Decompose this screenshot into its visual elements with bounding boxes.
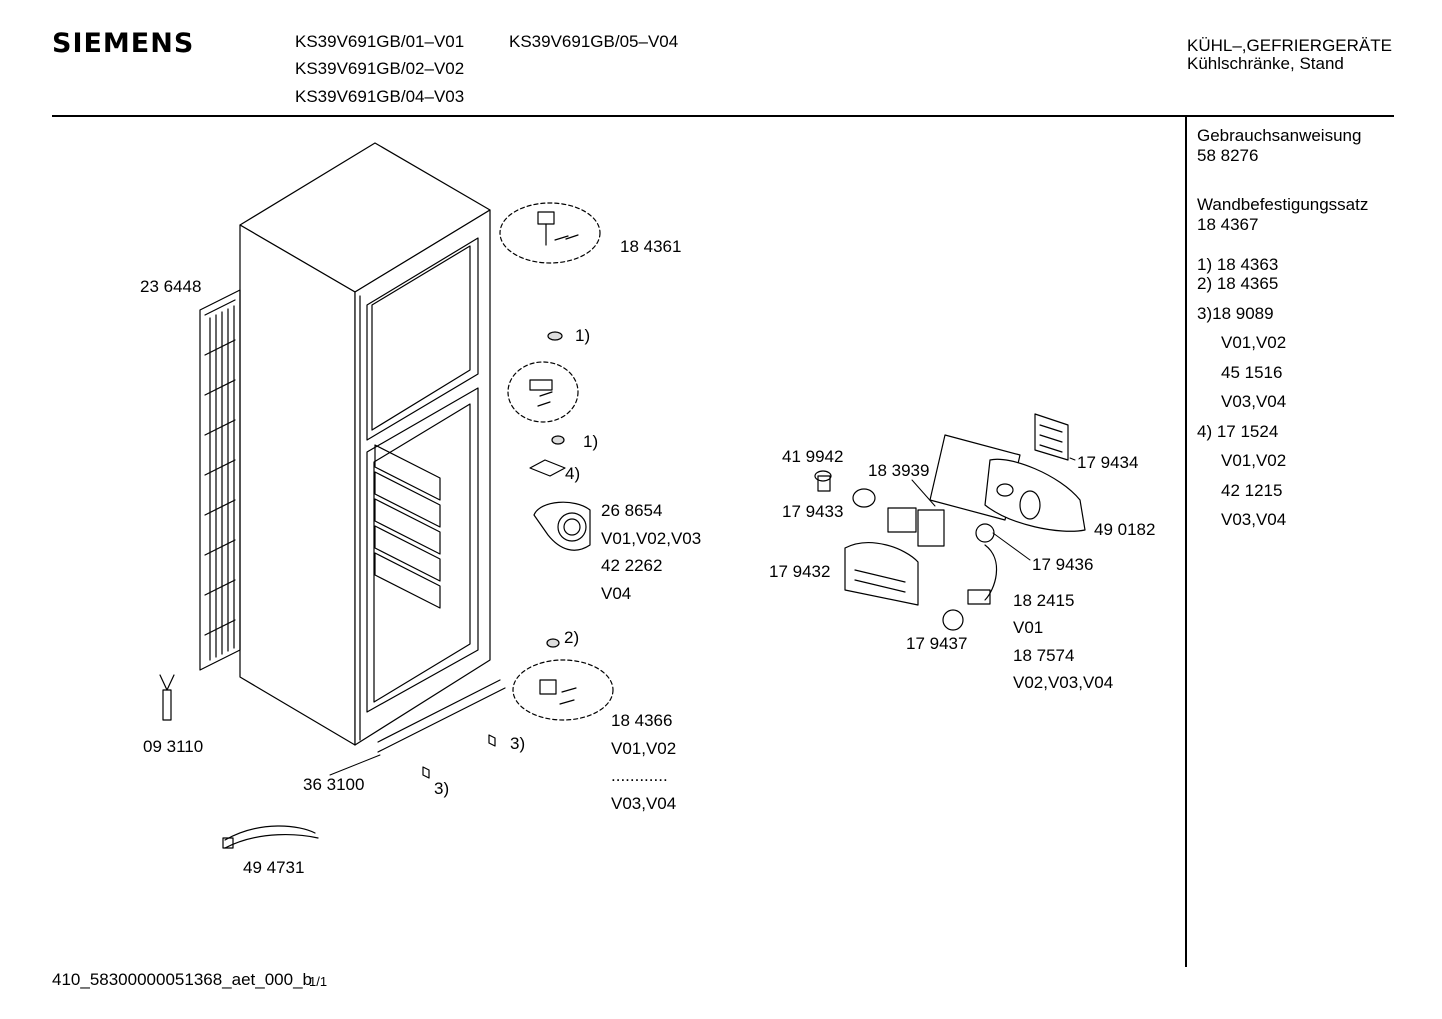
part-label: 17 9432 [769,562,831,581]
version-label: V01,V02,V03 [601,529,702,548]
part-label: 36 3100 [303,775,365,794]
category-title: KÜHL–,GEFRIERGERÄTE [1187,36,1392,55]
note-marker: 3) [510,734,526,753]
part-label: 49 4731 [243,858,305,877]
page-number: 1/1 [309,974,328,989]
freezer-drawers [374,444,441,609]
sidebar-note: V01,V02 [1221,333,1287,352]
part-label: 41 9942 [782,447,844,466]
version-label: V02,V03,V04 [1013,673,1114,692]
sidebar-note: V03,V04 [1221,510,1287,529]
sidebar-note: 3)18 9089 [1197,304,1274,323]
category-subtitle: Kühlschränke, Stand [1187,54,1344,73]
version-label: V01,V02 [611,739,677,758]
part-label: 18 7574 [1013,646,1075,665]
version-label: V03,V04 [611,794,677,813]
part-label: 17 9437 [906,634,968,653]
part-label: 17 9434 [1077,453,1139,472]
leader-lines [329,457,1076,776]
manual-part: 58 8276 [1197,146,1259,165]
part-label: 18 2415 [1013,591,1075,610]
note-marker: 3) [434,779,450,798]
header-divider [52,115,1394,117]
part-label: 42 2262 [601,556,663,575]
wall-kit-part: 18 4367 [1197,215,1259,234]
condenser-coil [199,289,241,671]
part-label: 17 9436 [1032,555,1094,574]
part-label: 18 4361 [620,237,682,256]
version-label: V04 [601,584,632,603]
manual-label: Gebrauchsanweisung [1197,126,1362,145]
version-label: V01 [1013,618,1044,637]
sidebar-note: V03,V04 [1221,392,1287,411]
model-number: KS39V691GB/04–V03 [295,87,465,106]
sidebar-note: 2) 18 4365 [1197,274,1279,293]
sidebar-note: V01,V02 [1221,451,1287,470]
middle-hinge [507,331,579,477]
top-hinge [499,202,601,264]
sidebar-divider [1185,117,1187,967]
note-marker: 1) [583,432,599,451]
model-number: KS39V691GB/01–V01 [295,32,465,51]
document-code: 410_58300000051368_aet_000_b [52,970,312,989]
wall-kit-label: Wandbefestigungssatz [1197,195,1369,214]
part-label: 26 8654 [601,501,663,520]
model-number: KS39V691GB/02–V02 [295,59,465,78]
part-label: 18 4366 [611,711,673,730]
note-marker: 1) [575,326,591,345]
model-number: KS39V691GB/05–V04 [509,32,679,51]
sensor-and-cord [159,674,319,849]
light-cluster [814,413,1086,631]
bottom-hinge [377,638,614,779]
part-label: 23 6448 [140,277,202,296]
part-label: 18 3939 [868,461,930,480]
sidebar-note: 45 1516 [1221,363,1283,382]
sidebar-note: 42 1215 [1221,481,1283,500]
part-label: 49 0182 [1094,520,1156,539]
fan-cover [533,501,591,551]
exploded-parts-drawing [159,142,1086,849]
part-label: 09 3110 [143,737,204,756]
fridge-cabinet [239,142,491,746]
part-label: 17 9433 [782,502,844,521]
sidebar-note: 4) 17 1524 [1197,422,1279,441]
sidebar-note: 1) 18 4363 [1197,255,1279,274]
separator-dots: ............ [611,766,668,785]
brand-logo: SIEMENS [52,28,195,59]
note-marker: 2) [564,628,580,647]
note-marker: 4) [565,464,581,483]
